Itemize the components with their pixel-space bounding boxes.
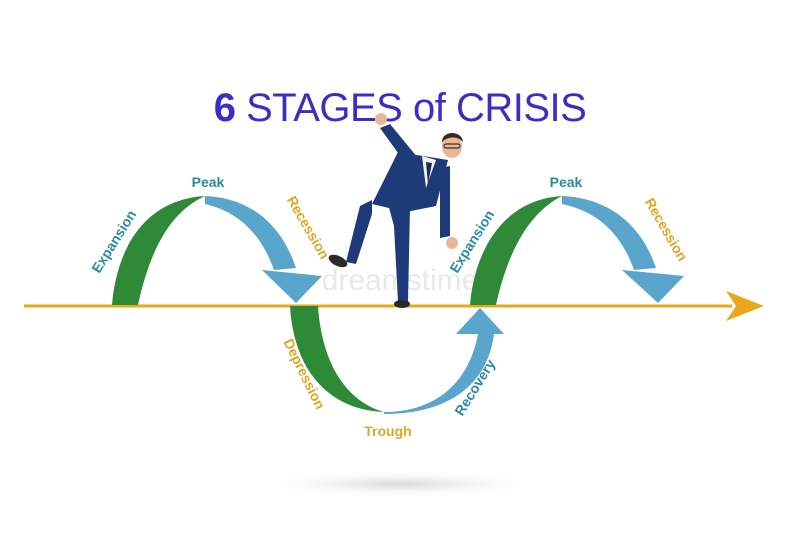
recession-band-2 bbox=[562, 196, 656, 270]
expansion-band-1 bbox=[112, 196, 205, 305]
front-shoe bbox=[394, 300, 410, 308]
raised-hand bbox=[375, 113, 387, 125]
front-leg bbox=[388, 204, 410, 302]
recovery-arrowhead bbox=[456, 308, 504, 334]
label-peak-2: Peak bbox=[550, 174, 583, 190]
time-axis bbox=[24, 291, 764, 321]
diagram-title: 6 STAGES of CRISIS bbox=[0, 86, 800, 131]
tie bbox=[426, 162, 432, 184]
cycle-2 bbox=[470, 196, 684, 305]
recession-arrowhead-1 bbox=[262, 270, 322, 303]
label-trough: Trough bbox=[364, 423, 411, 439]
label-peak-1: Peak bbox=[192, 174, 225, 190]
hair bbox=[442, 133, 463, 142]
lower-arm bbox=[440, 166, 450, 238]
title-text: STAGES of CRISIS bbox=[246, 86, 587, 130]
axis-arrowhead bbox=[726, 291, 764, 321]
floor-shadow bbox=[250, 470, 550, 498]
expansion-band-2 bbox=[470, 196, 562, 305]
head bbox=[442, 134, 462, 158]
title-number: 6 bbox=[213, 86, 236, 130]
glasses bbox=[443, 143, 461, 149]
back-leg bbox=[346, 200, 372, 264]
recession-band-1 bbox=[205, 196, 296, 270]
raised-arm bbox=[380, 124, 418, 164]
back-shoe bbox=[328, 254, 348, 268]
recession-arrowhead-2 bbox=[622, 270, 684, 303]
recovery-band bbox=[384, 334, 494, 414]
trough-cycle bbox=[290, 306, 504, 414]
depression-band bbox=[290, 306, 384, 412]
label-recession-1: Recession bbox=[284, 193, 333, 262]
lower-hand bbox=[446, 237, 458, 249]
cycle-1 bbox=[112, 196, 322, 305]
businessman-figure bbox=[328, 113, 463, 308]
